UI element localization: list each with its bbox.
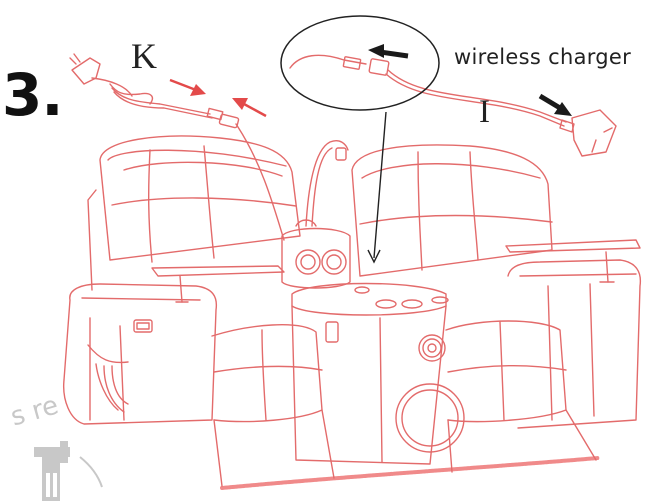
center-console (282, 220, 464, 464)
gooseneck-lamp (306, 141, 348, 226)
right-seat-cushion (446, 321, 596, 472)
leader-line (374, 112, 386, 258)
led-strip (222, 458, 598, 488)
left-seat-cushion (212, 325, 334, 486)
label-k: K (131, 38, 157, 74)
arrow-dark-charger (540, 96, 572, 116)
arrow-dark-callout (368, 44, 408, 58)
cable-k-connector (219, 114, 284, 240)
watermark-text: s re (7, 395, 61, 432)
right-armrest (508, 260, 640, 428)
label-i: I (479, 96, 490, 129)
step-number: 3. (2, 66, 62, 124)
wrench-icon (34, 441, 70, 501)
left-tray-table (152, 266, 284, 302)
wireless-charger-label: wireless charger (454, 47, 631, 68)
watermark-logo: s re (4, 395, 114, 501)
arrow-red-connector (232, 98, 266, 116)
charger-plug (560, 110, 616, 156)
arrow-red-k (170, 80, 206, 96)
